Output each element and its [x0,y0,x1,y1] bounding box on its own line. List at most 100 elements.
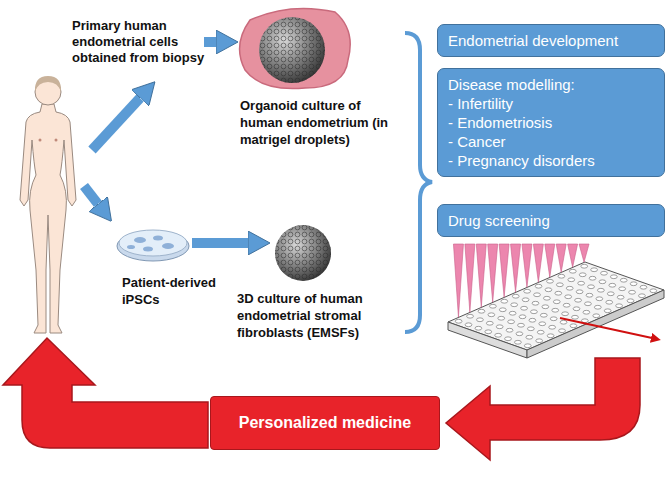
well [478,309,485,313]
well [627,299,634,303]
pipette-tip [465,244,475,312]
well [512,294,519,298]
well [589,276,596,280]
well [547,279,554,283]
application-box: Disease modelling:- Infertility- Endomet… [437,68,665,177]
well [576,290,583,294]
well [516,332,523,336]
well [498,316,505,320]
caption: Organoid culture of human endometrium (i… [240,97,405,148]
box-item: - Infertility [448,94,654,113]
well [518,323,525,327]
petri-dish [117,230,189,261]
well [591,268,598,272]
well [508,320,515,324]
source-label: Primary human endometrial cells obtained… [72,18,212,66]
well [586,293,593,297]
well [499,308,506,312]
flow-arrow [92,98,140,150]
well [519,315,526,319]
well [486,321,493,325]
caption-text: Organoid culture of human endometrium (i… [240,97,405,148]
well [610,275,617,279]
well [545,288,552,292]
caption: 3D culture of human endometrial stromal … [237,290,417,341]
well [531,310,538,314]
pipette-tip [545,244,555,277]
well [477,318,484,322]
well [534,293,541,297]
well [620,278,627,282]
well [550,317,557,321]
well [522,298,529,302]
well [606,300,613,304]
well [581,264,588,268]
well [629,290,636,294]
outcome-box: Personalized medicine [210,396,440,450]
well [583,310,590,314]
well [506,328,513,332]
well [573,307,580,311]
well [639,294,646,298]
pipette-tip [453,244,463,317]
application-box: Endometrial development [437,24,665,57]
well [552,308,559,312]
well [489,304,496,308]
well [521,306,528,310]
well [569,269,576,273]
well [465,323,472,327]
caption-text: 3D culture of human endometrial stromal … [237,290,417,341]
feedback-arrow [3,338,208,448]
well [553,300,560,304]
well [578,281,585,285]
well [607,292,614,296]
well [532,301,539,305]
well [604,309,611,313]
box-item: - Pregnancy disorders [448,151,654,170]
well [568,278,575,282]
well [559,329,566,333]
well [575,298,582,302]
well [572,315,579,319]
well [593,314,600,318]
well [527,327,534,331]
well [540,313,547,317]
well [556,283,563,287]
well [539,322,546,326]
pipette-tip [476,244,486,307]
pipette-tip [556,244,566,272]
well [495,333,502,337]
pipette-tip [579,244,589,262]
well [619,287,626,291]
well [524,344,531,348]
well [555,291,562,295]
well [563,303,570,307]
well [467,314,474,318]
spheroid-node: 3D culture of human endometrial stromal … [272,222,334,284]
well-plate [448,244,664,358]
well [475,326,482,330]
flow-arrow [204,37,216,47]
well [536,339,543,343]
well [597,288,604,292]
well [562,312,569,316]
box-heading: Disease modelling: [448,75,654,94]
well [630,282,637,286]
well [526,335,533,339]
pipette-tip [499,244,509,297]
caption: Patient-derived iPSCs [122,274,232,308]
box-item: - Endometriosis [448,113,654,132]
pipette-tip [522,244,532,287]
well [594,305,601,309]
well [596,297,603,301]
well [558,274,565,278]
well [617,295,624,299]
well [488,313,495,317]
stromal-spheroid [275,225,331,281]
well [509,311,516,315]
well [543,296,550,300]
well [542,305,549,309]
box-item: - Cancer [448,132,654,151]
woman-figure [20,76,76,333]
well [496,325,503,329]
